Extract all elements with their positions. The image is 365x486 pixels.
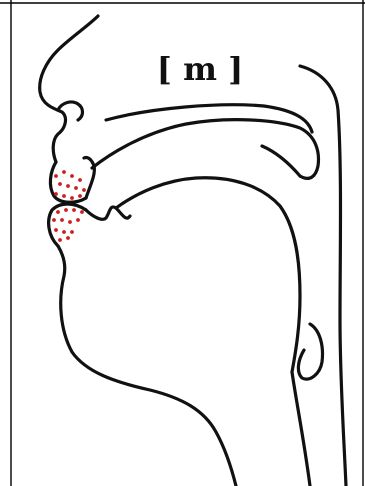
hard-palate [92,120,318,179]
chin-jaw-neck [58,246,236,486]
pharynx-wall [300,66,346,486]
upper-incisor [84,157,94,198]
tongue [116,178,300,372]
nose-profile [40,16,98,162]
lower-incisors [86,207,130,219]
phoneme-label: [ m ] [157,50,243,88]
velum [262,146,300,176]
epiglottis [298,324,322,379]
larynx [292,372,310,486]
nasal-cavity-floor [106,105,312,132]
